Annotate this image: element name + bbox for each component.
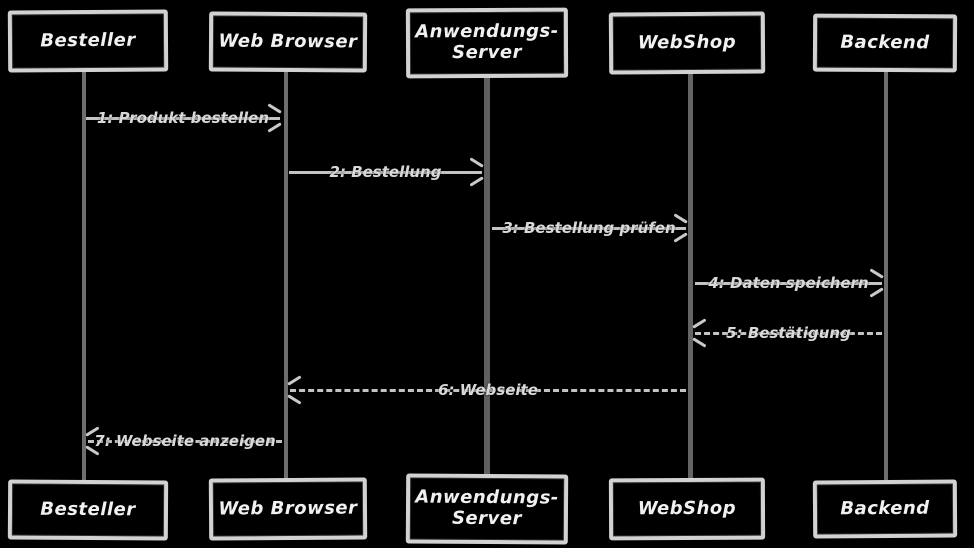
- message-line: [695, 282, 882, 285]
- participant-top-anwendungs-server: Anwendungs- Server: [405, 7, 569, 79]
- participant-label: Web Browser: [218, 30, 358, 53]
- arrowhead-right-icon: [266, 103, 282, 133]
- participant-top-web-browser: Web Browser: [208, 11, 368, 73]
- lifeline-web-browser: [284, 70, 288, 482]
- participant-bottom-besteller: Besteller: [7, 479, 169, 541]
- participant-label: WebShop: [637, 31, 737, 53]
- message-line: [290, 389, 686, 392]
- participant-label: WebShop: [637, 497, 737, 519]
- participant-label-line2: Server: [451, 507, 522, 530]
- arrowhead-right-icon: [672, 213, 688, 243]
- lifeline-webshop: [688, 72, 693, 482]
- participant-label-line1: Anwendungs-: [415, 20, 559, 43]
- participant-bottom-anwendungs-server: Anwendungs- Server: [405, 473, 569, 545]
- message-line: [695, 332, 882, 335]
- arrowhead-left-icon: [85, 426, 102, 456]
- participant-top-backend: Backend: [812, 13, 958, 73]
- message-line: [289, 171, 482, 174]
- participant-bottom-web-browser: Web Browser: [208, 477, 368, 541]
- message-line: [492, 227, 686, 230]
- participant-top-webshop: WebShop: [608, 11, 766, 75]
- arrowhead-left-icon: [287, 375, 304, 405]
- participant-bottom-webshop: WebShop: [608, 477, 766, 541]
- participant-label: Besteller: [40, 29, 136, 51]
- lifeline-anwendungs-server: [484, 76, 490, 478]
- participant-label: Besteller: [40, 498, 136, 520]
- participant-top-besteller: Besteller: [7, 9, 169, 73]
- participant-label-line1: Anwendungs-: [415, 486, 559, 509]
- message-line: [86, 117, 280, 120]
- arrowhead-right-icon: [868, 268, 884, 298]
- participant-label: Web Browser: [218, 497, 358, 520]
- participant-label-line2: Server: [452, 41, 523, 64]
- participant-label: Backend: [840, 31, 930, 53]
- arrowhead-left-icon: [692, 318, 709, 348]
- lifeline-besteller: [82, 70, 86, 482]
- participant-label: Backend: [840, 497, 930, 519]
- lifeline-backend: [884, 70, 888, 482]
- arrowhead-right-icon: [468, 157, 484, 187]
- message-line: [88, 440, 282, 443]
- participant-bottom-backend: Backend: [812, 479, 958, 539]
